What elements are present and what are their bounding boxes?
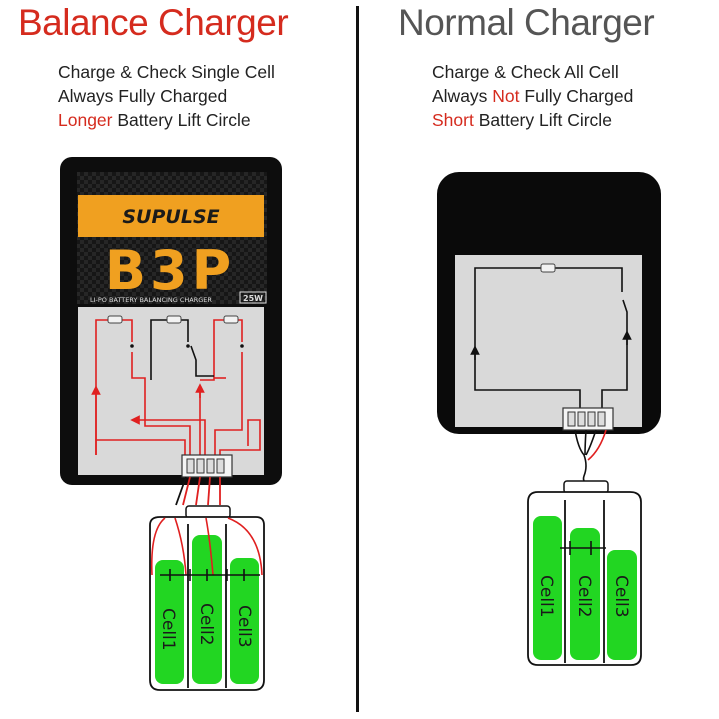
normal-feature-line-2: Always Not Fully Charged <box>432 86 634 106</box>
balance-circuit-panel <box>78 307 264 475</box>
normal-cell-2-label: Cell2 <box>574 575 594 618</box>
normal-cell-3-label: Cell3 <box>611 575 631 618</box>
normal-features: Charge & Check All Cell Always Not Fully… <box>432 60 633 132</box>
normal-feature-line-1: Charge & Check All Cell <box>432 62 619 82</box>
balance-cell-3 <box>230 558 259 684</box>
balance-battery-pack: Cell1 Cell2 Cell3 <box>149 505 265 691</box>
normal-feature-line-3: Short Battery Lift Circle <box>432 110 612 130</box>
brand-logo: SUPULSE <box>122 206 219 228</box>
balance-feature-line-2: Always Fully Charged <box>58 86 228 106</box>
balance-feature-line-3: Longer Battery Lift Circle <box>58 110 251 130</box>
balance-charger-title: Balance Charger <box>18 2 289 43</box>
normal-circuit-panel <box>455 255 642 427</box>
balance-cell-1-label: Cell1 <box>158 608 178 651</box>
balance-cell-2-label: Cell2 <box>196 603 216 646</box>
balance-cell-2 <box>192 535 222 684</box>
device-subtitle: LI-PO BATTERY BALANCING CHARGER <box>90 296 212 304</box>
model-logo: B3P <box>105 239 235 302</box>
balance-charger-device: SUPULSE B3P LI-PO BATTERY BALANCING CHAR… <box>60 157 282 485</box>
normal-battery-pack: Cell1 Cell2 Cell3 <box>527 480 642 666</box>
normal-cell-1-label: Cell1 <box>536 575 556 618</box>
balance-cell-3-label: Cell3 <box>234 605 254 648</box>
balance-feature-line-1: Charge & Check Single Cell <box>58 62 275 82</box>
normal-cell-1 <box>533 516 562 660</box>
normal-charger-title: Normal Charger <box>398 2 655 43</box>
normal-cell-2 <box>570 528 600 660</box>
balance-features: Charge & Check Single Cell Always Fully … <box>58 60 275 132</box>
balance-wires <box>91 319 261 455</box>
power-rating: 25W <box>243 294 263 303</box>
balance-cell-1 <box>155 560 184 684</box>
center-divider <box>356 6 359 712</box>
normal-cell-3 <box>607 550 637 660</box>
normal-charger-device <box>437 172 661 434</box>
